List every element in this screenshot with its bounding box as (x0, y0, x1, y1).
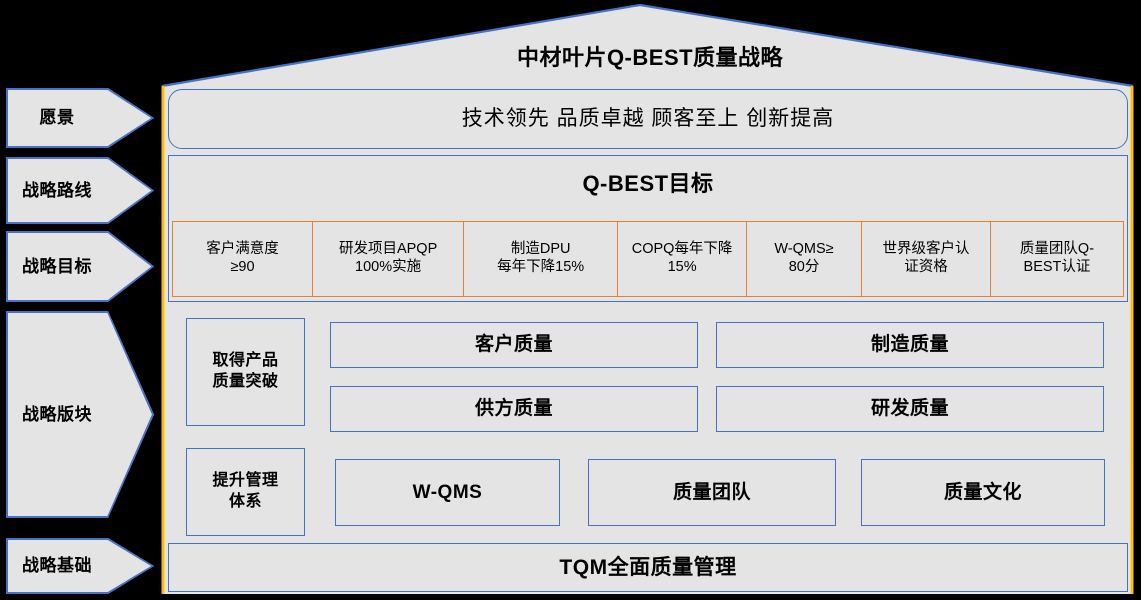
vision-box: 技术领先 品质卓越 顾客至上 创新提高 (168, 89, 1128, 149)
goal-cell-text: 世界级客户认证资格 (882, 241, 970, 275)
goal-cell[interactable]: W-QMS≥80分 (746, 221, 863, 297)
chevron-outline (6, 311, 154, 518)
block-label: 客户质量 (474, 334, 553, 356)
level-chevron-label: 愿景 (39, 108, 75, 128)
pillar-box-management-system[interactable]: 提升管理体系 (186, 448, 305, 536)
level-chevron-vision[interactable]: 愿景 (6, 88, 154, 148)
block-label: 质量团队 (672, 481, 751, 503)
block-label: 供方质量 (474, 398, 553, 420)
block-box-customer-quality[interactable]: 客户质量 (330, 322, 698, 368)
goal-cell-text: W-QMS≥80分 (774, 241, 834, 275)
chevron-outline (6, 538, 154, 594)
block-label: 研发质量 (870, 398, 949, 420)
goal-cell[interactable]: COPQ每年下降15% (617, 221, 748, 297)
chevron-outline (6, 88, 154, 148)
level-chevron-route[interactable]: 战略路线 (6, 157, 154, 224)
level-chevron-label: 战略版块 (22, 404, 92, 424)
goal-heading-wrap: Q-BEST目标 (168, 166, 1128, 198)
base-label: TQM全面质量管理 (559, 555, 737, 579)
level-chevron-base[interactable]: 战略基础 (6, 538, 154, 594)
chevron-outline (6, 231, 154, 302)
block-label: 制造质量 (870, 334, 949, 356)
goal-cell-text: 客户满意度≥90 (206, 241, 279, 275)
base-bar: TQM全面质量管理 (168, 543, 1128, 592)
block-box-wqms[interactable]: W-QMS (335, 459, 560, 526)
block-box-quality-culture[interactable]: 质量文化 (861, 459, 1105, 526)
block-box-quality-team[interactable]: 质量团队 (588, 459, 836, 526)
goal-cell[interactable]: 客户满意度≥90 (172, 221, 314, 297)
level-chevron-label: 战略基础 (22, 556, 92, 576)
block-box-rd-quality[interactable]: 研发质量 (716, 386, 1104, 432)
block-box-supplier-quality[interactable]: 供方质量 (330, 386, 698, 432)
pillar-label: 提升管理体系 (212, 472, 279, 510)
goal-cell-text: COPQ每年下降15% (631, 241, 733, 275)
level-chevron-label: 战略目标 (22, 256, 92, 276)
pillar-label: 取得产品质量突破 (212, 352, 279, 390)
goal-cell[interactable]: 世界级客户认证资格 (861, 221, 991, 297)
block-label: 质量文化 (943, 481, 1022, 503)
goal-cell-text: 质量团队Q-BEST认证 (1019, 241, 1095, 275)
goal-cell[interactable]: 质量团队Q-BEST认证 (989, 221, 1125, 297)
level-chevron-blocks[interactable]: 战略版块 (6, 311, 154, 518)
chevron-outline (6, 157, 154, 224)
vision-text: 技术领先 品质卓越 顾客至上 创新提高 (461, 107, 835, 131)
block-box-manufacturing-quality[interactable]: 制造质量 (716, 322, 1104, 368)
pillar-box-product-breakthrough[interactable]: 取得产品质量突破 (186, 318, 305, 426)
page-title: 中材叶片Q-BEST质量战略 (516, 45, 784, 70)
level-chevron-goal[interactable]: 战略目标 (6, 231, 154, 302)
level-chevron-label: 战略路线 (22, 180, 92, 200)
goal-heading: Q-BEST目标 (582, 171, 714, 196)
block-label: W-QMS (412, 481, 483, 503)
